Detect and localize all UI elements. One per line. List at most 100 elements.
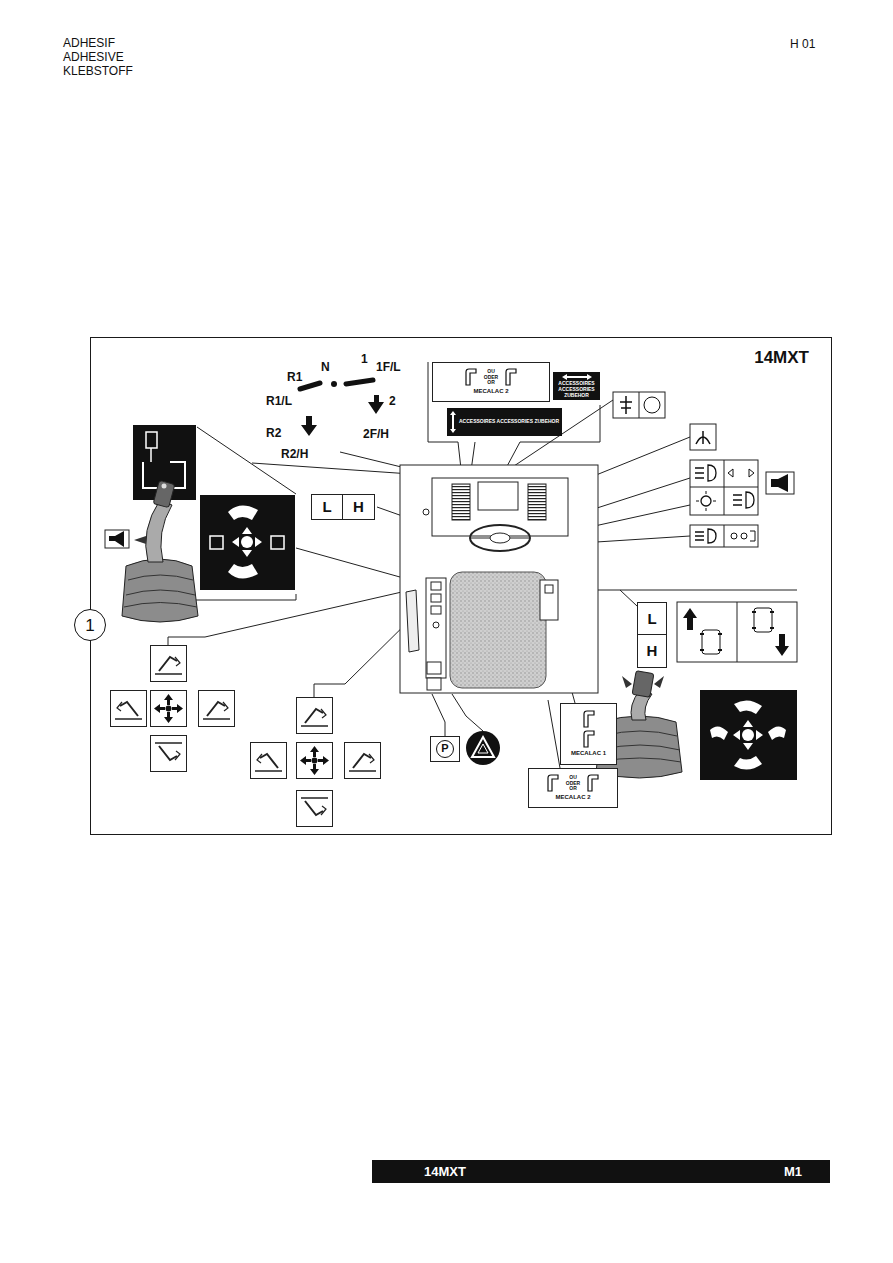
illustration-part [620,590,797,591]
illustration-part [251,743,287,779]
label-holder: R2/H [281,444,308,462]
arrow-shape [450,411,456,433]
accessory-text: ACCESSOIRES ACCESSORIES ZUBEHOR [556,381,597,398]
illustration-part [162,484,167,489]
illustration-part [232,527,262,557]
illustration-part [690,460,758,515]
illustration-part [109,531,124,547]
illustration-part [750,531,755,541]
illustration-part [683,608,697,630]
illustration-part [143,462,185,488]
illustration-part [228,564,258,579]
illustration-part [241,536,253,548]
label-holder: ADHESIVE [63,47,124,65]
illustration-part [296,594,297,600]
illustration-part [146,432,157,448]
gear-label: N [321,360,330,374]
lever-icon [464,368,478,386]
sticker-caption: MECALAC 1 [571,750,606,757]
illustration-part [695,465,716,481]
gear-label: R1/L [266,394,292,408]
illustration-part [431,606,441,614]
illustration-part [470,525,530,551]
illustration-part [632,671,654,698]
illustration-part [297,791,333,827]
sticker-box: OU ODER OR MECALAC 2 [528,768,618,808]
illustration-part [710,726,728,740]
header-label: KLEBSTOFF [63,64,133,78]
illustration-part [696,431,710,444]
lever-outline [588,775,598,791]
illustration-part [406,590,419,652]
illustration-part [200,495,295,590]
lever-outline [584,731,594,747]
illustration-part [151,736,187,772]
sticker-row: OU ODER OR [546,774,600,792]
illustration-part [700,690,797,780]
illustration-part [433,622,439,628]
arrow-shape [562,374,592,380]
lever-outline [548,775,558,791]
sticker-row: OU ODER OR [464,368,518,386]
gear-label: 2F/H [363,427,389,441]
label-holder: R2 [266,423,281,441]
illustration-part [151,646,187,682]
illustration-part [742,729,754,741]
sticker-text: OU ODER OR [564,775,582,792]
illustration-part [548,700,560,768]
mode-letter: L [311,494,343,520]
illustration-part [346,380,373,384]
illustration-part [432,478,568,536]
illustration-part [644,397,660,413]
lever-icon [546,774,560,792]
illustration-part [210,536,223,549]
sticker-box: LH [311,494,375,520]
illustration-part [168,586,428,645]
illustration-part [427,662,441,674]
illustration-part [677,602,797,662]
illustration-part [741,533,747,539]
illustration-part [690,487,758,488]
illustration-part [450,572,546,688]
illustration-part [731,533,737,539]
illustration-part [545,585,553,593]
illustration-part [426,578,446,678]
illustration-part [622,676,664,688]
lever-icon [504,368,518,386]
illustration-part [690,525,758,547]
label-holder: KLEBSTOFF [63,61,133,79]
label-holder: ADHESIF [63,33,115,51]
illustration-part [613,392,665,418]
header-label: H 01 [790,37,815,51]
illustration-part [432,694,445,736]
mode-letter: H [343,494,375,520]
sticker-caption: MECALAC 2 [473,388,508,395]
illustration-part [345,743,381,779]
illustration-part [700,634,722,650]
illustration-part [766,472,794,494]
illustration-part [639,392,640,418]
illustration-part [466,731,500,765]
frame-title-holder: 14MXT [754,348,809,368]
label-holder: R1 [287,367,302,385]
sticker-caption: MECALAC 2 [555,794,590,801]
lever-outline [584,711,594,727]
sticker-box: ACCESSOIRES ACCESSORIES ZUBEHOR [447,408,562,436]
illustration-part [153,480,175,507]
illustration-part [151,736,187,772]
illustration-part [771,474,788,492]
illustration-part [472,737,494,757]
illustration-part [733,720,763,750]
parking-symbol: P [436,740,454,758]
label-holder: R1/L [266,391,292,409]
illustration-part [775,634,789,656]
illustration-part [702,630,720,654]
illustration-part [510,538,530,539]
illustration-part [478,482,518,510]
gear-label: R2 [266,426,281,440]
lever-outline [506,369,516,385]
illustration-part [431,594,441,602]
